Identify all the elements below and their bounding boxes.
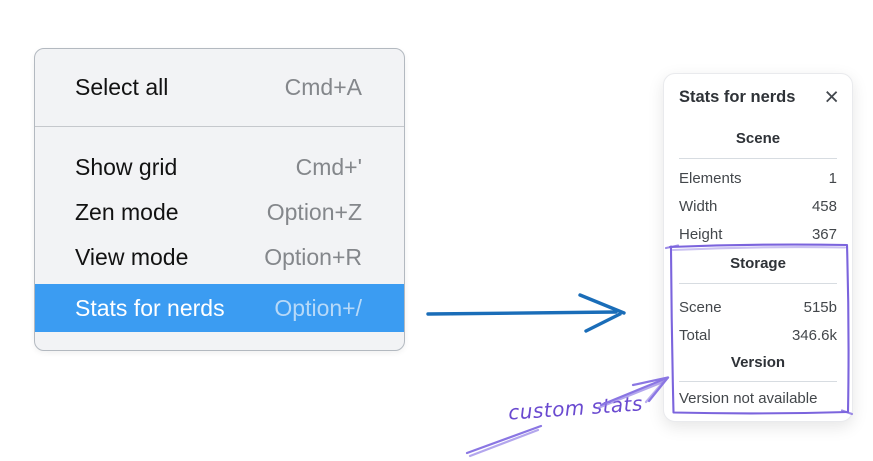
stat-label: Total: [679, 326, 711, 344]
stat-value: 458: [811, 197, 837, 215]
menu-item-shortcut: Cmd+': [295, 154, 362, 180]
close-icon[interactable]: ×: [824, 83, 839, 111]
stat-row-height: Height 367: [679, 220, 837, 248]
stat-value: 367: [811, 225, 837, 243]
menu-item-label: Select all: [75, 74, 169, 100]
section-heading-storage: Storage: [730, 255, 786, 272]
menu-group: Show grid Cmd+' Zen mode Option+Z View m…: [35, 127, 404, 332]
blue-arrow: [426, 293, 626, 333]
version-note-text: Version not available: [679, 389, 818, 407]
menu-item-show-grid[interactable]: Show grid Cmd+': [35, 145, 404, 190]
stats-panel-title: Stats for nerds: [679, 87, 796, 106]
stat-value: 346.6k: [791, 326, 837, 344]
menu-item-zen-mode[interactable]: Zen mode Option+Z: [35, 190, 404, 235]
section-divider: [679, 158, 837, 159]
section-divider: [679, 283, 837, 284]
menu-item-label: Show grid: [75, 154, 178, 180]
stat-row-total-storage: Total 346.6k: [679, 321, 837, 349]
menu-item-stats-for-nerds[interactable]: Stats for nerds Option+/: [35, 284, 404, 332]
section-heading-version: Version: [730, 354, 786, 371]
version-note: Version not available: [679, 386, 837, 410]
menu-item-shortcut: Option+/: [274, 294, 362, 321]
stat-label: Height: [679, 225, 723, 243]
context-menu: Select all Cmd+A Show grid Cmd+' Zen mod…: [34, 48, 405, 351]
stat-label: Scene: [679, 298, 722, 316]
menu-item-view-mode[interactable]: View mode Option+R: [35, 235, 404, 280]
menu-item-shortcut: Cmd+A: [284, 74, 362, 100]
section-divider: [679, 381, 837, 382]
menu-item-shortcut: Option+Z: [266, 199, 362, 225]
menu-item-label: Stats for nerds: [75, 294, 225, 321]
menu-item-label: View mode: [75, 244, 189, 270]
menu-item-select-all[interactable]: Select all Cmd+A: [35, 49, 404, 126]
annotation-custom-stats-label: custom stats: [507, 391, 644, 425]
section-heading-scene: Scene: [735, 130, 781, 147]
stat-label: Width: [679, 197, 718, 215]
stat-row-width: Width 458: [679, 192, 837, 220]
menu-divider: [35, 126, 404, 127]
stat-value: 1: [828, 169, 837, 187]
menu-item-label: Zen mode: [75, 199, 179, 225]
stat-label: Elements: [679, 169, 742, 187]
menu-item-shortcut: Option+R: [264, 244, 362, 270]
stats-panel: Stats for nerds × Scene Elements 1 Width…: [663, 73, 853, 422]
stat-value: 515b: [803, 298, 837, 316]
stat-row-scene-storage: Scene 515b: [679, 293, 837, 321]
stats-panel-header: Stats for nerds ×: [679, 83, 839, 111]
stat-row-elements: Elements 1: [679, 164, 837, 192]
